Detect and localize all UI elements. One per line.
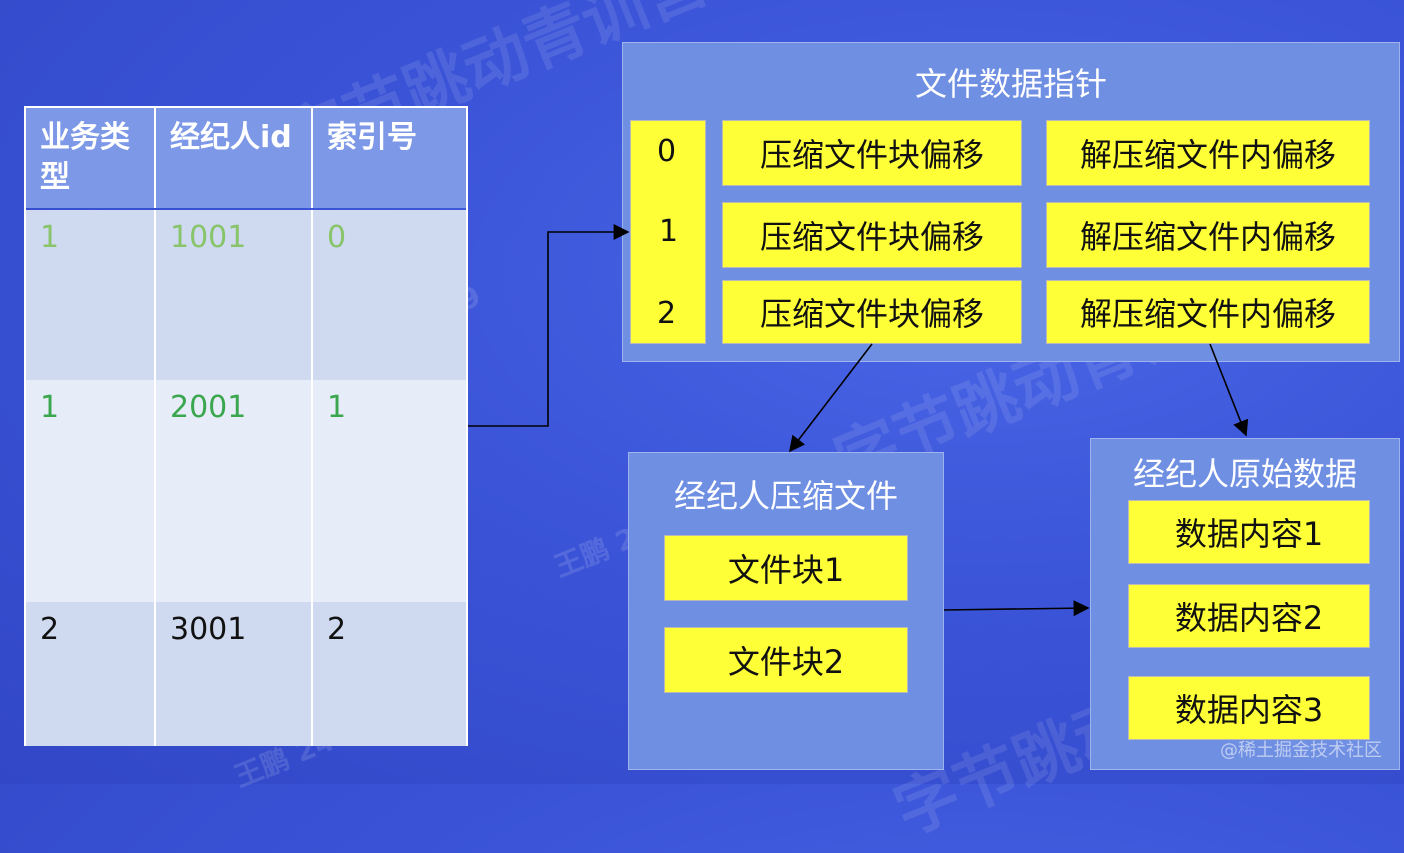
compressed-file-panel: 经纪人压缩文件	[628, 452, 944, 770]
data-content: 数据内容3	[1128, 676, 1370, 740]
pointer-index-column	[630, 120, 706, 344]
table-cell: 1	[26, 380, 156, 602]
arrow-pointer-to-raw-data	[1209, 343, 1249, 437]
compressed-block-offset: 压缩文件块偏移	[722, 202, 1022, 268]
table-header-row: 业务类型 经纪人id 索引号	[26, 108, 466, 208]
table-cell: 2001	[156, 380, 313, 602]
pointer-index: 0	[657, 134, 677, 169]
uncompressed-offset: 解压缩文件内偏移	[1046, 120, 1370, 186]
uncompressed-offset: 解压缩文件内偏移	[1046, 280, 1370, 344]
file-block: 文件块2	[664, 627, 908, 693]
connector-arrows	[468, 224, 1249, 617]
raw-data-title: 经纪人原始数据	[1132, 455, 1357, 493]
compressed-block-offset: 压缩文件块偏移	[722, 280, 1022, 344]
uncompressed-offset: 解压缩文件内偏移	[1046, 202, 1370, 268]
table-cell: 3001	[156, 602, 313, 746]
table-cell: 2	[26, 602, 156, 746]
header-broker-id: 经纪人id	[156, 108, 313, 208]
compressed-block-offset: 压缩文件块偏移	[722, 120, 1022, 186]
header-index: 索引号	[327, 120, 417, 155]
header-business-type: 业务类型	[26, 108, 156, 208]
table-cell: 2	[327, 612, 347, 647]
table-cell: 1	[327, 390, 347, 425]
table-row: 1 1001 0	[26, 210, 466, 380]
data-content: 数据内容1	[1128, 500, 1370, 564]
arrow-compressed-to-raw-data	[943, 600, 1090, 617]
credit-label: @稀土掘金技术社区	[1220, 740, 1382, 761]
pointer-index: 2	[657, 296, 677, 331]
broker-index-table: 业务类型 经纪人id 索引号 1 1001 0 1 2001 1 2 3001 …	[24, 106, 468, 746]
table-row: 1 2001 1	[26, 380, 466, 602]
table-cell: 0	[327, 220, 347, 255]
pointer-index: 1	[659, 214, 679, 249]
table-row: 2 3001 2	[26, 602, 466, 746]
table-cell: 1001	[156, 210, 313, 380]
arrow-table-to-pointer	[468, 224, 630, 427]
file-block: 文件块1	[664, 535, 908, 601]
pointer-panel-title: 文件数据指针	[914, 65, 1107, 103]
arrow-pointer-to-compressed-file	[789, 343, 873, 453]
compressed-file-title: 经纪人压缩文件	[673, 477, 898, 515]
data-content: 数据内容2	[1128, 584, 1370, 648]
table-cell: 1	[26, 210, 156, 380]
